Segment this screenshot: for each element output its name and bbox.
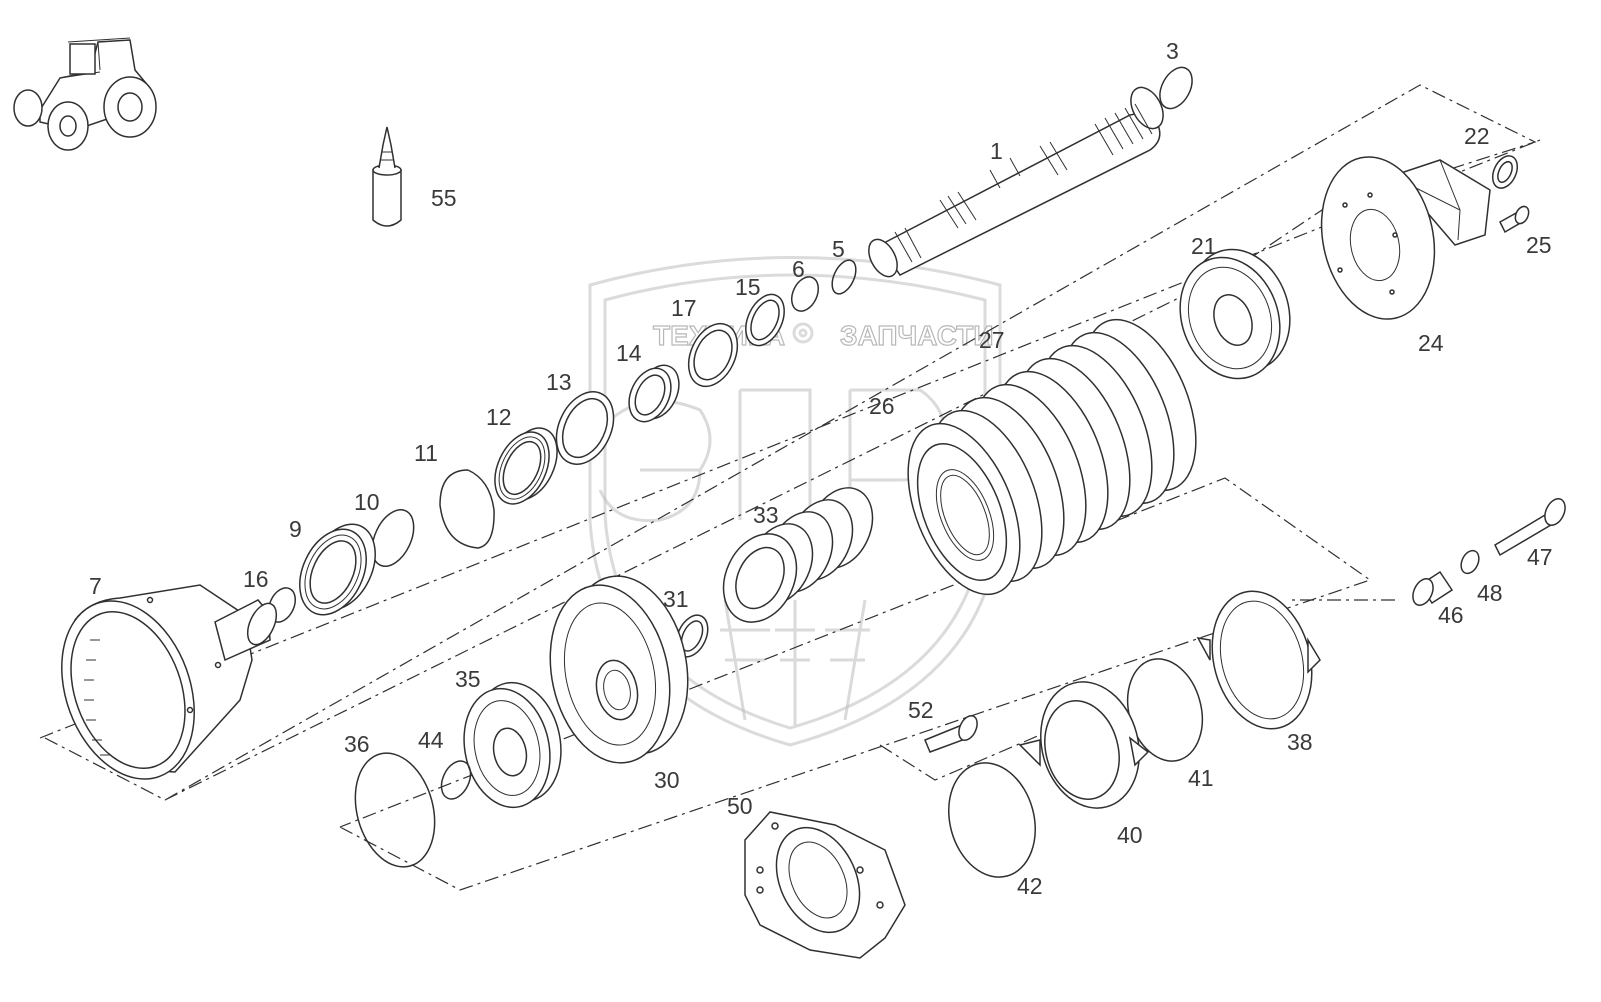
- callout-12: 12: [486, 404, 512, 430]
- flange-24: [1320, 156, 1491, 320]
- callout-36: 36: [344, 731, 370, 757]
- callout-22: 22: [1464, 123, 1490, 149]
- bolt-25: [1499, 205, 1530, 234]
- callout-30: 30: [654, 767, 680, 793]
- bolt-52: [924, 714, 978, 753]
- callout-47: 47: [1527, 544, 1553, 570]
- ring-22: [1491, 155, 1519, 189]
- callout-38: 38: [1287, 729, 1313, 755]
- bolt-47: [1494, 498, 1566, 557]
- assembly-lines: [39, 84, 1541, 891]
- bushing-14: [628, 364, 680, 423]
- ring-5: [831, 259, 857, 295]
- callout-21: 21: [1191, 233, 1217, 259]
- callout-3: 3: [1166, 38, 1179, 64]
- main-shaft: [868, 86, 1164, 278]
- o-ring-42: [947, 762, 1037, 878]
- ring-6: [790, 276, 820, 312]
- spacer-17: [687, 322, 739, 388]
- housing-50: [744, 811, 906, 959]
- sleeve-46: [1412, 570, 1454, 606]
- ring-36: [354, 752, 436, 868]
- callout-50: 50: [727, 793, 753, 819]
- bearing-12: [494, 427, 558, 505]
- tractor-icon: [13, 37, 157, 151]
- spring-33: [722, 487, 874, 623]
- callout-16: 16: [243, 566, 269, 592]
- callout-44: 44: [418, 727, 444, 753]
- washer-13: [555, 391, 615, 465]
- sealant-bottle: [372, 126, 402, 227]
- callout-40: 40: [1117, 822, 1143, 848]
- gasket-38: [1196, 590, 1321, 730]
- callout-11: 11: [414, 440, 438, 466]
- callout-48: 48: [1477, 580, 1503, 606]
- washer-48: [1460, 549, 1480, 575]
- callout-labels: 1 3 5 6 7 9 10 11 12 13 14 15 16 17 21 2…: [89, 38, 1553, 899]
- clutch-drum-7: [61, 584, 278, 780]
- callout-55: 55: [431, 185, 457, 211]
- callout-27: 27: [979, 327, 1005, 353]
- callout-33: 33: [753, 502, 779, 528]
- snap-ring-3: [1159, 66, 1193, 110]
- clutch-disc-pack: [907, 318, 1197, 596]
- watermark-right-text: ЗАПЧАСТИ: [840, 320, 993, 351]
- callout-46: 46: [1438, 602, 1464, 628]
- watermark-wheat-icon: [720, 599, 870, 725]
- callout-6: 6: [792, 256, 805, 282]
- callout-10: 10: [354, 489, 380, 515]
- callout-35: 35: [455, 666, 481, 692]
- callout-42: 42: [1017, 873, 1043, 899]
- bearing-9: [299, 523, 376, 616]
- callout-5: 5: [832, 236, 845, 262]
- circlip-11: [439, 469, 495, 549]
- watermark-gear-icon: [792, 322, 814, 344]
- seal-carrier-35: [463, 681, 562, 809]
- piston-30: [549, 575, 689, 764]
- ring-15: [745, 293, 785, 347]
- callout-13: 13: [546, 369, 572, 395]
- watermark: ТЕХНИКА ЗАПЧАСТИ: [588, 256, 1002, 747]
- retainer-40: [1018, 681, 1150, 809]
- ring-31: [675, 614, 709, 658]
- callout-9: 9: [289, 516, 302, 542]
- callout-52: 52: [908, 697, 934, 723]
- callout-7: 7: [89, 573, 102, 599]
- callout-1: 1: [990, 138, 1003, 164]
- gear-21: [1179, 248, 1291, 380]
- ring-10: [371, 509, 415, 567]
- callout-17: 17: [671, 295, 697, 321]
- callout-25: 25: [1526, 232, 1552, 258]
- callout-41: 41: [1188, 765, 1214, 791]
- callout-14: 14: [616, 340, 642, 366]
- callout-15: 15: [735, 274, 761, 300]
- callout-26: 26: [869, 393, 895, 419]
- callout-24: 24: [1418, 330, 1444, 356]
- callout-31: 31: [663, 586, 689, 612]
- ring-44: [440, 760, 472, 800]
